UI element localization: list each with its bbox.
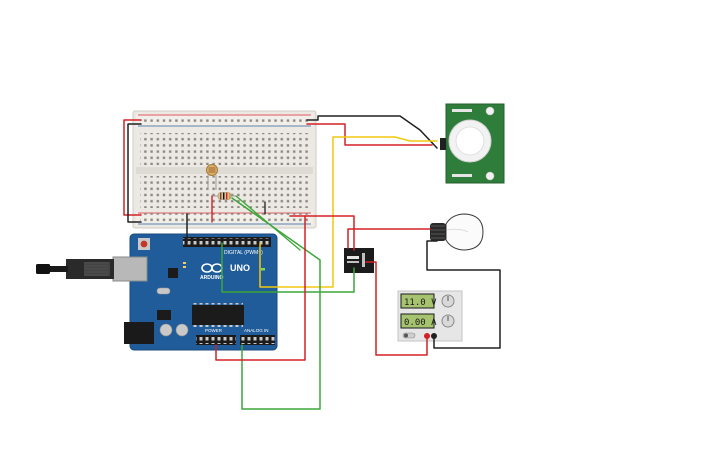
breadboard-channel [136, 167, 313, 174]
atmega-chip [192, 303, 244, 327]
wire-black-pir[interactable] [306, 115, 438, 149]
relay-icon[interactable] [344, 248, 374, 273]
bulb-base [430, 223, 446, 241]
capacitor-right [175, 323, 189, 337]
current-value: 0.00 A [404, 318, 437, 328]
light-bulb-icon[interactable] [430, 213, 484, 251]
capacitor-left [159, 323, 173, 337]
wire-red-bulb[interactable] [347, 228, 431, 249]
wire-red-pir[interactable] [306, 123, 433, 146]
arduino-uno-board[interactable]: DIGITAL (PWM~) POWER ANALOG IN ARDUINO U… [112, 233, 278, 351]
power-supply[interactable]: 11.0 V 0.00 A [397, 290, 463, 342]
terminal-positive[interactable] [424, 333, 430, 339]
wire-red-power[interactable] [215, 215, 306, 361]
breadboard[interactable] [132, 110, 317, 229]
usb-port [112, 256, 148, 282]
crystal-oscillator [156, 287, 171, 295]
resistor[interactable] [212, 192, 236, 200]
wires [123, 115, 501, 410]
wire-red-supply[interactable] [365, 261, 428, 356]
led-rx [183, 266, 186, 268]
voltage-value: 11.0 V [404, 298, 437, 308]
led-on [261, 268, 265, 271]
wire-green-analog[interactable] [231, 197, 321, 410]
voltage-display [400, 293, 435, 309]
wire-yellow-pir[interactable] [259, 136, 438, 288]
wire-red-left-rail[interactable] [123, 119, 142, 216]
usb-chip [168, 268, 178, 278]
wire-black-bulb[interactable] [426, 240, 501, 349]
model-name: UNO [230, 263, 250, 273]
current-display [400, 313, 435, 329]
voltage-regulator [157, 310, 171, 320]
led-tx [183, 262, 186, 264]
analog-label: ANALOG IN [244, 328, 269, 333]
brand-name: ARDUINO [200, 275, 223, 281]
usb-cable-icon[interactable] [36, 259, 114, 279]
power-label: POWER [205, 328, 223, 333]
wire-black-left-rail[interactable] [127, 123, 142, 223]
breadboard-top-grid [140, 133, 310, 165]
wire-green-resistor[interactable] [235, 195, 301, 251]
pir-sensor[interactable] [440, 103, 505, 184]
digital-label: DIGITAL (PWM~) [224, 250, 263, 256]
photoresistor[interactable] [206, 164, 218, 191]
wire-red-relay[interactable] [304, 215, 355, 251]
power-jack [124, 322, 154, 344]
breadboard-bottom-grid [140, 176, 310, 208]
wire-green-relay[interactable] [221, 242, 355, 293]
terminal-negative[interactable] [431, 333, 437, 339]
